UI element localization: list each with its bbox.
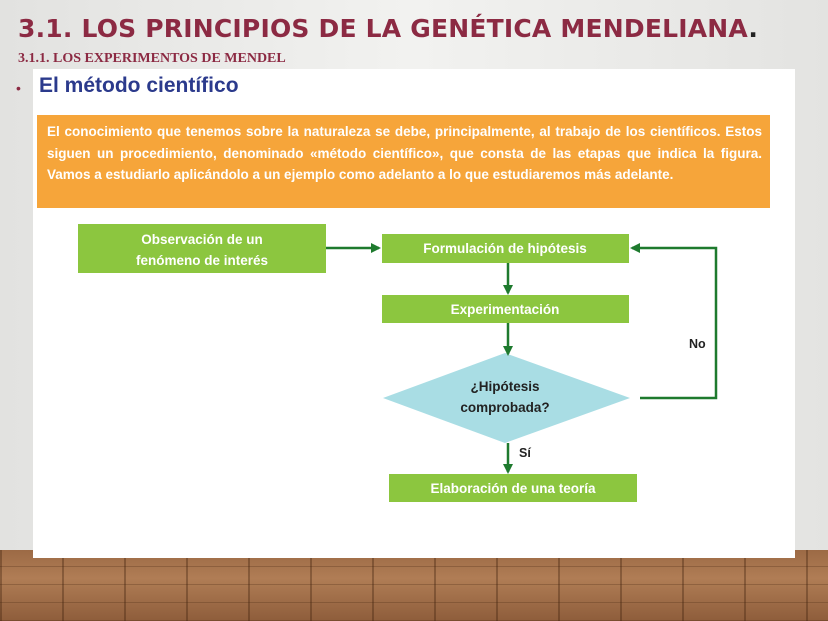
wooden-floor-background: [0, 550, 828, 621]
slide-title: 3.1. LOS PRINCIPIOS DE LA GENÉTICA MENDE…: [18, 14, 758, 43]
observation-line-1: Observación de un: [141, 232, 263, 247]
slide-title-dot: .: [748, 14, 759, 43]
content-panel: El método científico El conocimiento que…: [33, 69, 795, 558]
intro-text-box: El conocimiento que tenemos sobre la nat…: [37, 115, 770, 208]
hypothesis-step: Formulación de hipótesis: [382, 234, 629, 263]
yes-label: Sí: [519, 446, 531, 460]
no-label: No: [689, 337, 706, 351]
theory-label: Elaboración de una teoría: [430, 481, 596, 496]
observation-step: Observación de un fenómeno de interés: [78, 224, 326, 273]
decision-step: ¿Hipótesis comprobada?: [383, 353, 630, 443]
observation-line-2: fenómeno de interés: [136, 253, 268, 268]
arrow-no-feedback-loop: [630, 243, 718, 400]
bullet-marker: •: [16, 80, 21, 96]
experiment-step: Experimentación: [382, 295, 629, 323]
hypothesis-label: Formulación de hipótesis: [423, 241, 587, 256]
experiment-label: Experimentación: [451, 302, 560, 317]
decision-line-1: ¿Hipótesis: [470, 379, 539, 394]
decision-line-2: comprobada?: [460, 400, 549, 415]
scientific-method-flowchart: Observación de un fenómeno de interés Fo…: [78, 224, 718, 502]
slide-title-text: 3.1. LOS PRINCIPIOS DE LA GENÉTICA MENDE…: [18, 14, 749, 43]
slide-subtitle: 3.1.1. LOS EXPERIMENTOS DE MENDEL: [18, 51, 286, 66]
method-heading: El método científico: [39, 74, 239, 97]
theory-step: Elaboración de una teoría: [389, 474, 637, 502]
